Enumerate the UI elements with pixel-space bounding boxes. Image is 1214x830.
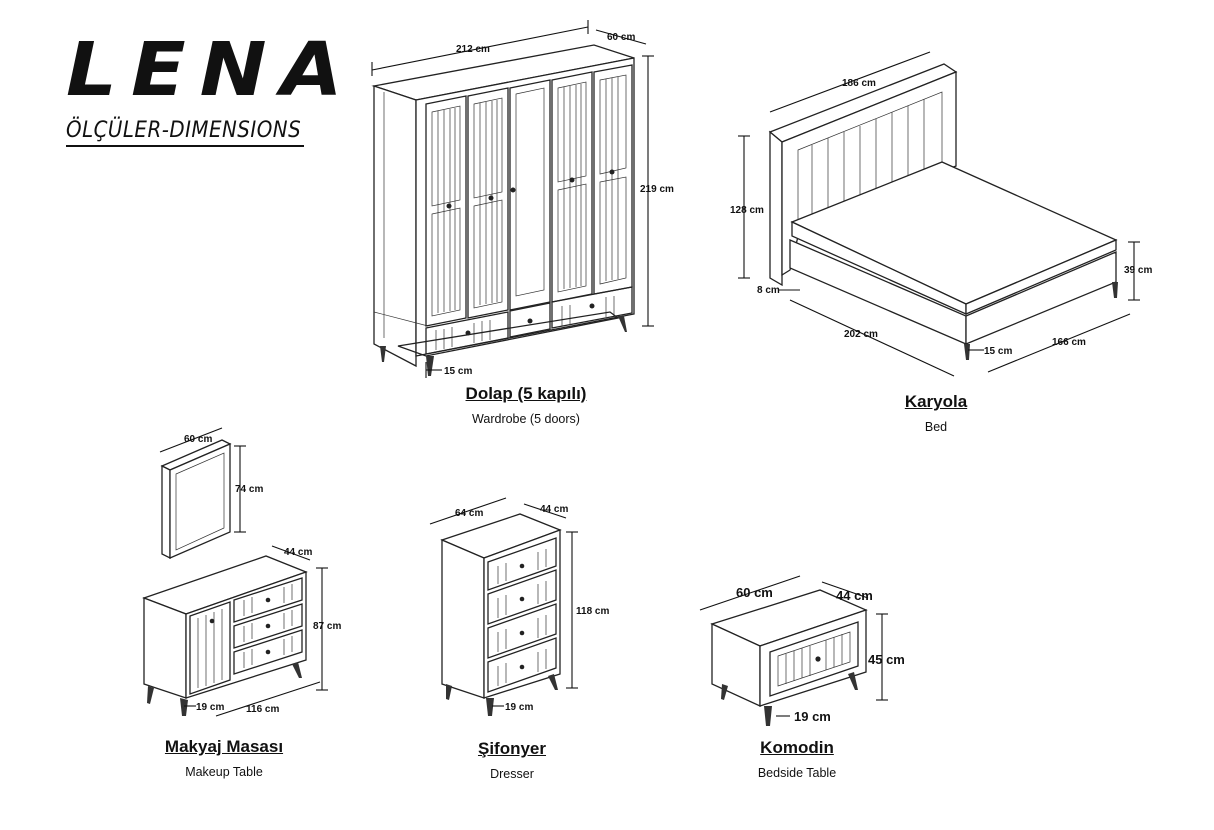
makeup-table-caption: Makyaj Masası Makeup Table <box>165 737 283 779</box>
wardrobe-leg-label: 15 cm <box>444 366 472 377</box>
dresser-caption: Şifonyer Dresser <box>478 739 546 781</box>
wardrobe-drawing <box>371 20 654 378</box>
dresser-name-en: Dresser <box>490 767 534 781</box>
makeup-table-name-en: Makeup Table <box>185 765 263 779</box>
bed-drawing <box>738 51 1140 377</box>
dimension-labels: 212 cm 60 cm 219 cm 15 cm 186 cm 128 cm … <box>184 32 1152 724</box>
bed-headboard-height-label: 128 cm <box>730 205 764 216</box>
makeup-mirror-height-label: 74 cm <box>235 484 263 495</box>
bedside-table-caption: Komodin Bedside Table <box>758 738 836 780</box>
wardrobe-name-tr: Dolap (5 kapılı) <box>465 384 587 403</box>
dresser-drawing <box>429 497 578 716</box>
wardrobe-caption: Dolap (5 kapılı) Wardrobe (5 doors) <box>466 384 587 426</box>
bed-leg-label: 15 cm <box>984 346 1012 357</box>
makeup-height-label: 87 cm <box>313 621 341 632</box>
bed-headboard-width-label: 186 cm <box>842 78 876 89</box>
makeup-mirror-width-label: 60 cm <box>184 434 212 445</box>
bedside-table-name-tr: Komodin <box>760 738 834 757</box>
brand: LENA ÖLÇÜLER-DIMENSIONS <box>66 28 357 147</box>
bed-base-height-label: 8 cm <box>757 285 780 296</box>
bed-name-tr: Karyola <box>904 392 968 411</box>
dresser-width-label: 64 cm <box>455 508 483 519</box>
bedside-height-label: 45 cm <box>868 652 905 667</box>
makeup-depth-label: 44 cm <box>284 547 312 558</box>
wardrobe-height-label: 219 cm <box>640 184 674 195</box>
bedside-width-label: 60 cm <box>736 585 773 600</box>
makeup-table-drawing <box>142 427 328 717</box>
wardrobe-width-label: 212 cm <box>456 44 490 55</box>
wardrobe-name-en: Wardrobe (5 doors) <box>472 412 580 426</box>
makeup-table-name-tr: Makyaj Masası <box>164 737 284 756</box>
makeup-leg-label: 19 cm <box>196 702 224 713</box>
wardrobe-depth-label: 60 cm <box>607 32 635 43</box>
bed-height-label: 39 cm <box>1124 265 1152 276</box>
brand-title: LENA <box>66 27 357 113</box>
dresser-leg-label: 19 cm <box>505 702 533 713</box>
dresser-depth-label: 44 cm <box>540 504 568 515</box>
bed-width-label: 166 cm <box>1052 337 1086 348</box>
bed-name-en: Bed <box>924 420 948 434</box>
dresser-height-label: 118 cm <box>576 606 609 617</box>
bed-length-label: 202 cm <box>844 329 878 340</box>
dresser-name-tr: Şifonyer <box>477 739 547 758</box>
makeup-width-label: 116 cm <box>246 704 279 715</box>
bedside-depth-label: 44 cm <box>836 588 873 603</box>
bedside-leg-label: 19 cm <box>794 709 831 724</box>
bedside-table-name-en: Bedside Table <box>757 766 837 780</box>
brand-subtitle: ÖLÇÜLER-DIMENSIONS <box>66 118 304 147</box>
bed-caption: Karyola Bed <box>905 392 967 434</box>
bedside-table-drawing <box>699 575 888 726</box>
